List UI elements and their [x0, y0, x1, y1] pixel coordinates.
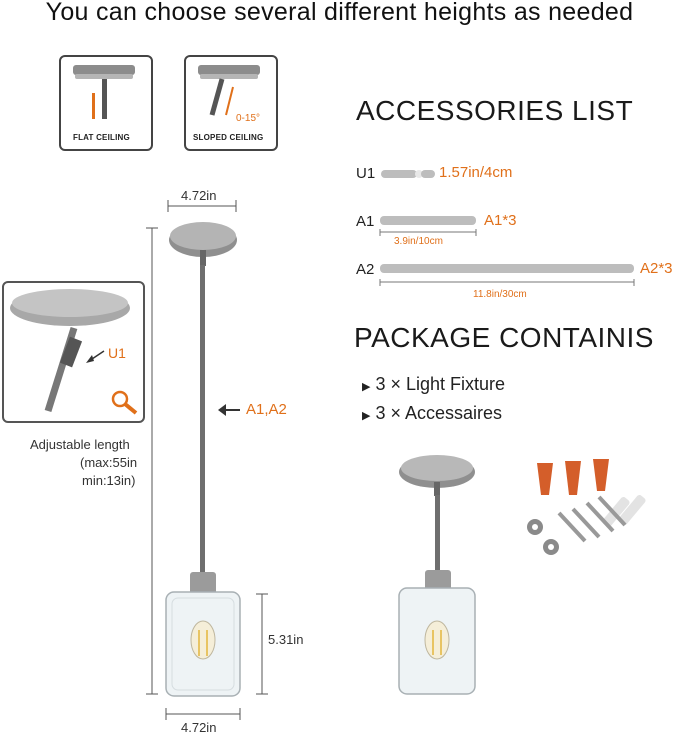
- a2-dimension-line: [379, 279, 635, 286]
- bullet-icon: ▶: [362, 410, 371, 422]
- a1-rod-drawing: [380, 216, 476, 225]
- zoom-callout-u1: U1: [108, 345, 126, 361]
- page-title: You can choose several different heights…: [45, 0, 634, 26]
- package-item-text: 3 × Light Fixture: [375, 374, 506, 394]
- adjustable-length-line1: Adjustable length: [30, 437, 130, 452]
- sloped-ceiling-icon: [198, 65, 260, 116]
- bullet-icon: ▶: [362, 381, 371, 393]
- magnifier-icon: [111, 390, 138, 415]
- accessory-spec-a1: 3.9in/10cm: [394, 236, 443, 247]
- hardware-parts-drawing: [527, 459, 646, 555]
- angle-label: 0-15°: [236, 113, 261, 124]
- package-item-1: ▶ 3 × Light Fixture: [362, 374, 505, 395]
- accessory-code-a1: A1: [356, 213, 375, 230]
- accessory-code-u1: U1: [356, 165, 376, 182]
- accessory-code-a2: A2: [356, 261, 375, 278]
- adjustable-length-line2: (max:55in: [80, 455, 138, 470]
- package-item-text: 3 × Accessaires: [375, 403, 503, 423]
- adjustable-length-line3: min:13in): [82, 473, 136, 488]
- accessory-qty-a2: A2*3: [640, 260, 673, 277]
- package-title: PACKAGE CONTAINIS: [354, 322, 654, 353]
- shade-height-label: 5.31in: [268, 632, 304, 647]
- accessory-spec-u1: 1.57in/4cm: [439, 164, 513, 181]
- bulb-icon: [190, 620, 216, 660]
- a1-dimension-line: [379, 229, 477, 236]
- a2-rod-drawing: [380, 264, 634, 273]
- rod-callout-label: A1,A2: [246, 401, 287, 418]
- package-item-2: ▶ 3 × Accessaires: [362, 403, 502, 424]
- flat-ceiling-label: FLAT CEILING: [73, 133, 130, 142]
- zoom-detail-box: U1: [2, 281, 145, 423]
- flat-ceiling-icon: [73, 65, 135, 119]
- sloped-ceiling-icon-box: 0-15° SLOPED CEILING: [184, 55, 278, 151]
- flat-ceiling-icon-box: FLAT CEILING: [59, 55, 153, 151]
- accessory-qty-a1: A1*3: [484, 212, 517, 229]
- small-fixture-drawing: [398, 455, 476, 695]
- canopy-detail-drawing: [10, 289, 130, 413]
- accessories-title: ACCESSORIES LIST: [356, 95, 634, 126]
- bottom-width-label: 4.72in: [181, 720, 217, 735]
- u1-part-drawing: [381, 170, 435, 178]
- top-width-label: 4.72in: [181, 188, 217, 203]
- sloped-ceiling-label: SLOPED CEILING: [193, 133, 264, 142]
- accessory-spec-a2: 11.8in/30cm: [473, 289, 527, 300]
